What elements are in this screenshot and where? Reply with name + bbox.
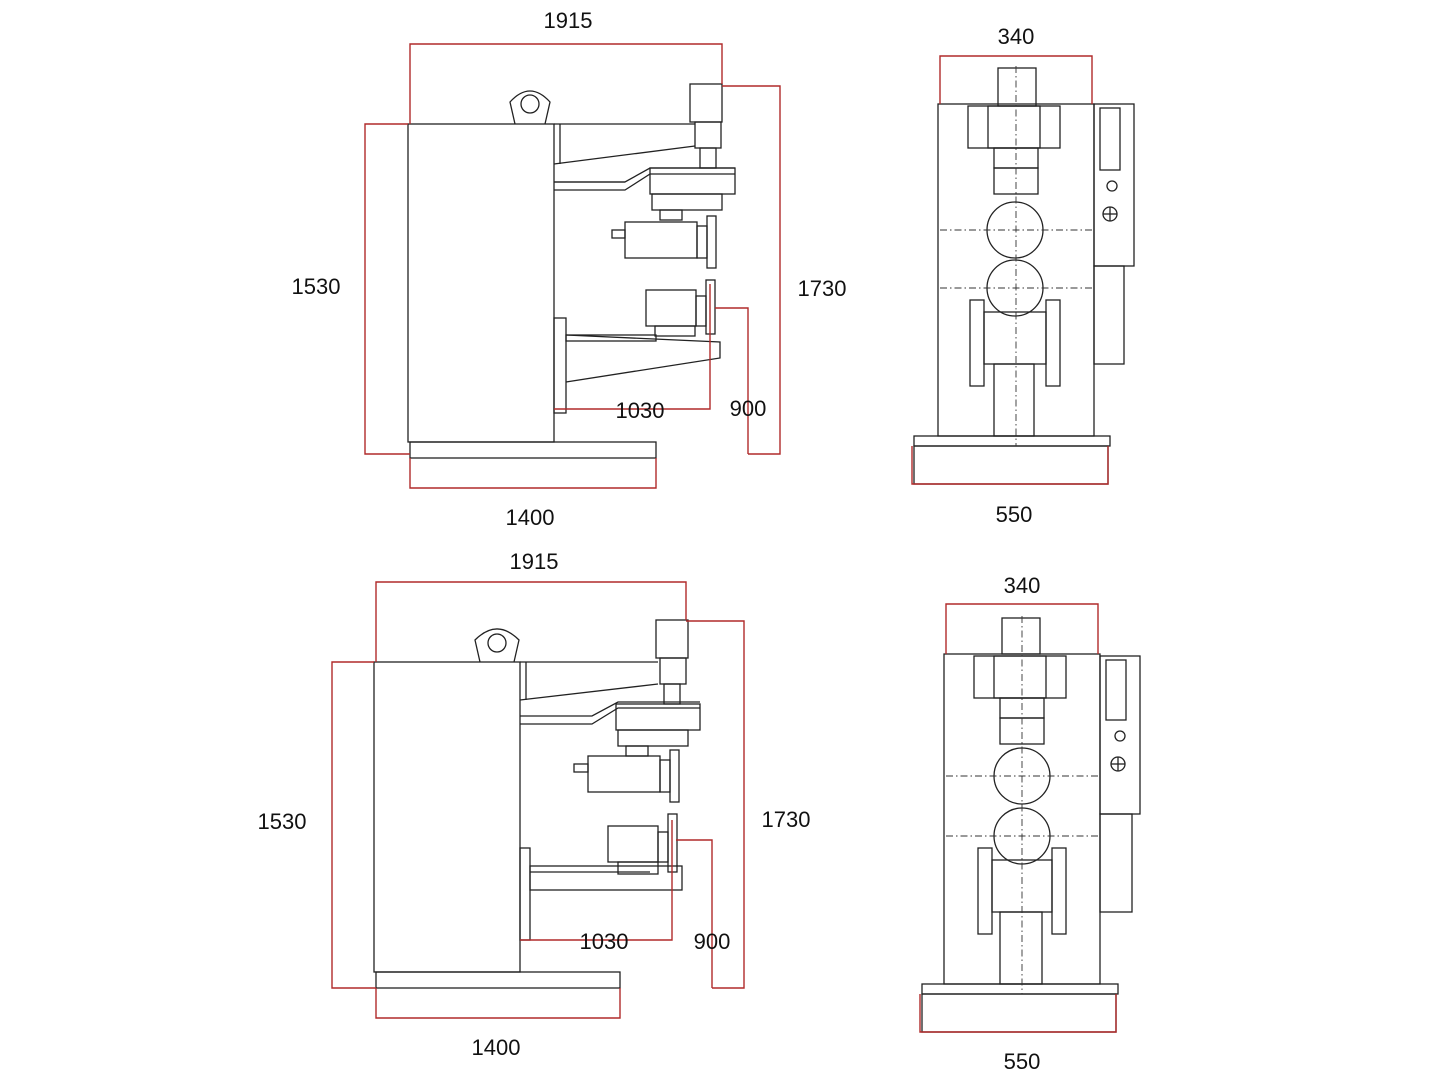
side-view-outline [373, 619, 701, 989]
front-view-outline [913, 67, 1135, 485]
dimension-inner-reach: 1030 [616, 398, 665, 423]
front-view-outline [921, 617, 1141, 1033]
front-view-top: 340 550 [911, 24, 1135, 527]
side-view-outline [407, 83, 736, 459]
dimension-inner-reach: 1030 [580, 929, 629, 954]
dimension-front-top-width: 340 [1004, 573, 1041, 598]
dimension-front-base-width: 550 [996, 502, 1033, 527]
dimension-front-top-width: 340 [998, 24, 1035, 49]
side-view-top: 1915 1530 1730 1030 900 1400 [292, 8, 847, 530]
front-view-center-lines [940, 66, 1094, 446]
dimension-inner-height: 900 [730, 396, 767, 421]
dimension-right-height: 1730 [798, 276, 847, 301]
front-view-bottom: 340 550 [919, 573, 1141, 1074]
dimension-left-height: 1530 [292, 274, 341, 299]
dimension-base-width: 1400 [472, 1035, 521, 1060]
dimension-top-width: 1915 [544, 8, 593, 33]
front-view-dimension-lines [911, 55, 1109, 485]
dimension-left-height: 1530 [258, 809, 307, 834]
side-view-dimension-lines [331, 581, 745, 1019]
dimension-right-height: 1730 [762, 807, 811, 832]
front-view-center-lines [946, 616, 1100, 994]
front-view-dimension-lines [919, 603, 1117, 1033]
side-view-bottom: 1915 1530 1730 1030 900 1400 [258, 549, 811, 1060]
dimension-front-base-width: 550 [1004, 1049, 1041, 1074]
dimension-top-width: 1915 [510, 549, 559, 574]
dimension-inner-height: 900 [694, 929, 731, 954]
dimension-base-width: 1400 [506, 505, 555, 530]
side-view-dimension-lines [364, 43, 781, 489]
